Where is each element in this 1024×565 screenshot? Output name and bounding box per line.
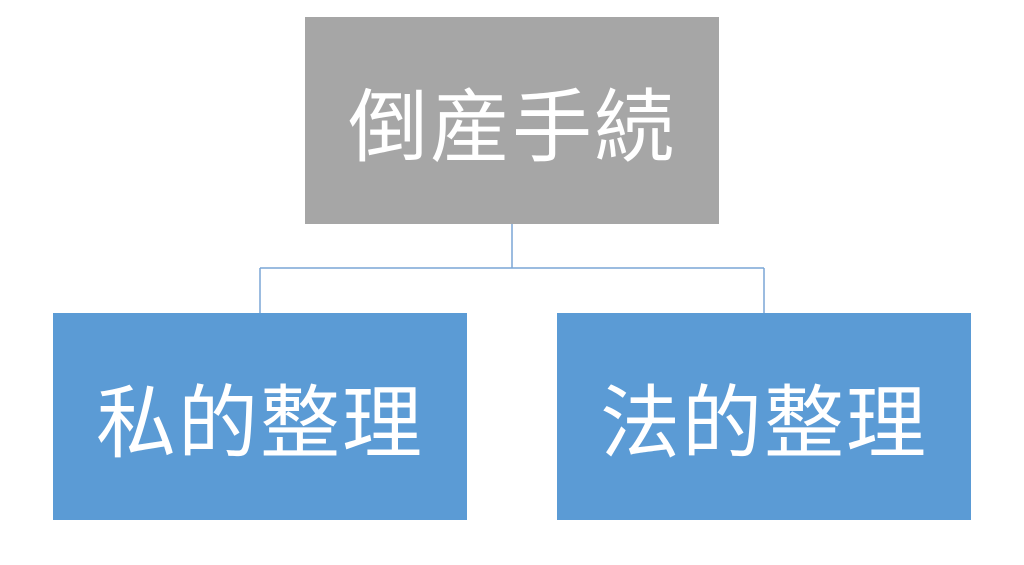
child-node-label: 私的整理 [96, 376, 424, 470]
child-node-private-arrangement: 私的整理 [53, 313, 467, 520]
root-node-label: 倒産手続 [348, 80, 676, 174]
child-node-label: 法的整理 [600, 376, 928, 470]
root-node: 倒産手続 [305, 17, 719, 224]
child-node-legal-arrangement: 法的整理 [557, 313, 971, 520]
